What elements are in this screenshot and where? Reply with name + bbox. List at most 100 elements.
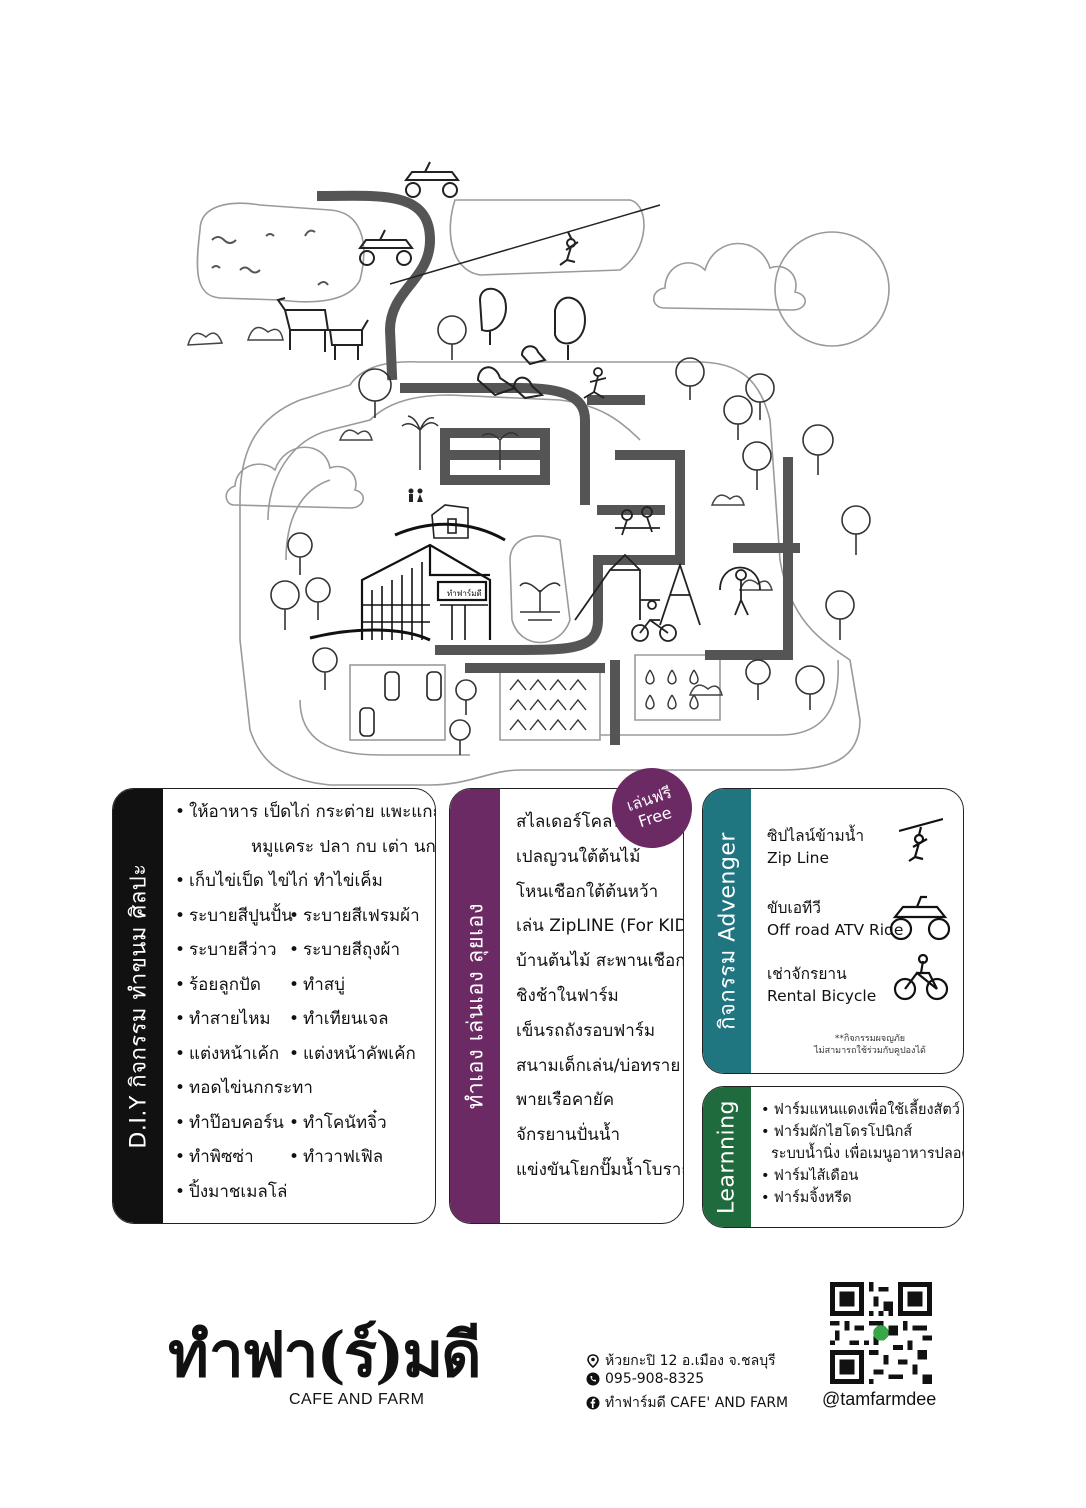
zipline-icon <box>899 817 943 862</box>
phone-icon <box>586 1372 600 1386</box>
map-outline-path <box>634 654 721 721</box>
tree-icon <box>841 505 871 555</box>
diy-row: ระบายสีปูนปั้นระบายสีเฟรมผ้า <box>175 899 435 934</box>
zipline-wire <box>389 204 661 285</box>
diy-item: ปิ้งมาชเมลโล่ <box>175 1175 435 1210</box>
qr-code[interactable] <box>830 1282 932 1384</box>
tree-icon <box>455 679 477 715</box>
contact-address: ห้วยกะปิ 12 อ.เมือง จ.ชลบุรี <box>586 1350 776 1372</box>
bush-icon <box>338 429 373 441</box>
playground-icon <box>574 553 701 626</box>
atv-icon <box>358 229 414 266</box>
free-item: บ้านต้นไม้ สะพานเชือก <box>516 951 684 972</box>
diy-item: ทำเทียนเจล <box>289 1002 403 1037</box>
diy-activities-panel: D.I.Y กิจกรรม ทำขนม ศิลปะ ให้อาหาร เป็ดไ… <box>112 788 436 1224</box>
learning-title-bar: Learnning <box>703 1087 751 1227</box>
diy-item: ทำสายไหม <box>175 1002 289 1037</box>
free-item: เปลญวนใต้ต้นไม้ <box>516 846 641 867</box>
learning-item: ฟาร์มผักไฮโดรโปนิกส์ <box>761 1121 963 1143</box>
tree-icon <box>305 577 331 620</box>
road <box>316 190 436 381</box>
facebook-text[interactable]: ทำฟาร์มดี CAFE' AND FARM <box>605 1395 789 1411</box>
learning-list: ฟาร์มแหนแดงเพื่อใช้เลี้ยงสัตว์ ฟาร์มผักไ… <box>761 1099 963 1209</box>
zipline-icon <box>559 231 579 266</box>
adventure-item-th: ขับเอทีวี <box>767 899 821 917</box>
diy-item: ระบายสีปูนปั้น <box>175 899 293 934</box>
diy-item: ทำพิซซ่า <box>175 1140 289 1175</box>
adventure-item-en: Zip Line <box>767 849 829 867</box>
adventure-item-en: Rental Bicycle <box>767 987 877 1005</box>
tree-icon <box>742 441 772 490</box>
diy-row: ร้อยลูกปัดทำสบู่ <box>175 968 435 1003</box>
fountain-icon <box>519 582 561 621</box>
adventure-item-th: เช่าจักรยาน <box>767 965 847 983</box>
diy-row: ทำป๊อบคอร์นทำโคนัทจิ๋ว <box>175 1106 435 1141</box>
road <box>400 383 590 505</box>
brand-logo: ทำฟา(ร์)มดี <box>168 1318 481 1391</box>
free-title: ทำเอง เล่นเอง ลุยเอง <box>463 902 489 1110</box>
tree-icon <box>437 315 467 360</box>
adventure-title: กิจกรรม Advenger <box>715 832 741 1030</box>
drop-field <box>645 669 699 710</box>
crop-field <box>509 678 587 731</box>
address-text: ห้วยกะปิ 12 อ.เมือง จ.ชลบุรี <box>605 1353 776 1369</box>
free-item: สนามเด็กเล่น/บ่อทราย <box>516 1055 681 1076</box>
diy-item: ระบายสีถุงผ้า <box>289 933 403 968</box>
diy-item: ทำสบู่ <box>289 968 403 1003</box>
free-item: สไลเดอร์โคลน <box>516 812 625 832</box>
diy-item: ทำวาฟเฟิล <box>289 1140 403 1175</box>
diy-item: ให้อาหาร เป็ดไก่ กระต่าย แพะแกะ <box>175 795 435 830</box>
bicycle-icon <box>893 953 949 1001</box>
social-handle[interactable]: @tamfarmdee <box>822 1389 937 1409</box>
diy-item: แต่งหน้าเค้ก <box>175 1037 289 1072</box>
rooster-icon <box>478 287 507 345</box>
brand-subtitle: CAFE AND FARM <box>289 1391 425 1408</box>
tree-icon <box>270 580 300 630</box>
learning-title: Learnning <box>714 1100 740 1214</box>
worm-icon <box>211 229 329 286</box>
learning-item-continued: ระบบน้ำนิ่ง เพื่อเมนูอาหารปลอดภัย <box>771 1146 963 1162</box>
bush-icon <box>246 326 284 341</box>
diy-item-continued: หมูแคระ ปลา กบ เต่า นกกระทา <box>251 836 436 857</box>
swing-person-icon <box>719 566 761 616</box>
car-icon <box>359 671 442 737</box>
learning-panel: Learnning ฟาร์มแหนแดงเพื่อใช้เลี้ยงสัตว์… <box>702 1086 964 1228</box>
diy-row: แต่งหน้าเค้กแต่งหน้าคัพเค้ก <box>175 1037 435 1072</box>
adventure-note: **กิจกรรมผจญภัย ไม่สามารถใช้ร่วมกับคูปอง… <box>785 1033 955 1057</box>
small-house-icon <box>431 504 469 539</box>
adventure-item-th: ซิปไลน์ข้ามน้ำ <box>767 827 865 845</box>
kids-icon <box>615 506 660 536</box>
farm-map: ทำฟาร์มดี <box>186 161 890 786</box>
road <box>465 660 620 745</box>
learning-item: ฟาร์มแหนแดงเพื่อใช้เลี้ยงสัตว์ <box>761 1099 963 1121</box>
parking-lot <box>349 664 446 741</box>
adventure-note-1: **กิจกรรมผจญภัย <box>834 1034 906 1044</box>
atv-icon <box>889 895 951 941</box>
map-outline-path <box>509 535 571 644</box>
tree-icon <box>825 590 855 640</box>
adventure-panel: กิจกรรม Advenger ซิปไลน์ข้ามน้ำ Zip Line… <box>702 788 964 1074</box>
map-outline-path <box>285 479 840 756</box>
bush-icon <box>186 332 224 346</box>
free-item: แข่งขันโยกปั๊มน้ำโบราณ <box>516 1159 684 1180</box>
tree-icon <box>312 647 338 690</box>
phone-text[interactable]: 095-908-8325 <box>605 1371 705 1387</box>
road <box>435 450 685 655</box>
slider-person-icon <box>583 367 607 399</box>
bicycle-icon <box>631 600 677 642</box>
tree-icon <box>449 719 471 755</box>
diy-title-bar: D.I.Y กิจกรรม ทำขนม ศิลปะ <box>113 789 163 1223</box>
free-play-panel: ทำเอง เล่นเอง ลุยเอง สไลเดอร์โคลน เปลญวน… <box>449 788 684 1224</box>
sun-icon <box>774 231 890 347</box>
free-item: โหนเชือกใต้ต้นหว้า <box>516 881 659 902</box>
free-item: ชิงช้าในฟาร์ม <box>516 985 619 1006</box>
cloud-icon <box>652 242 806 311</box>
goat-icon <box>328 319 369 360</box>
building-sign: ทำฟาร์มดี <box>447 588 482 598</box>
bush-icon <box>738 579 773 591</box>
cloud-icon <box>225 446 364 509</box>
tree-icon <box>745 659 771 700</box>
learning-item: ฟาร์มไส้เดือน <box>761 1165 963 1187</box>
road <box>705 457 800 660</box>
tree-icon <box>675 357 705 400</box>
